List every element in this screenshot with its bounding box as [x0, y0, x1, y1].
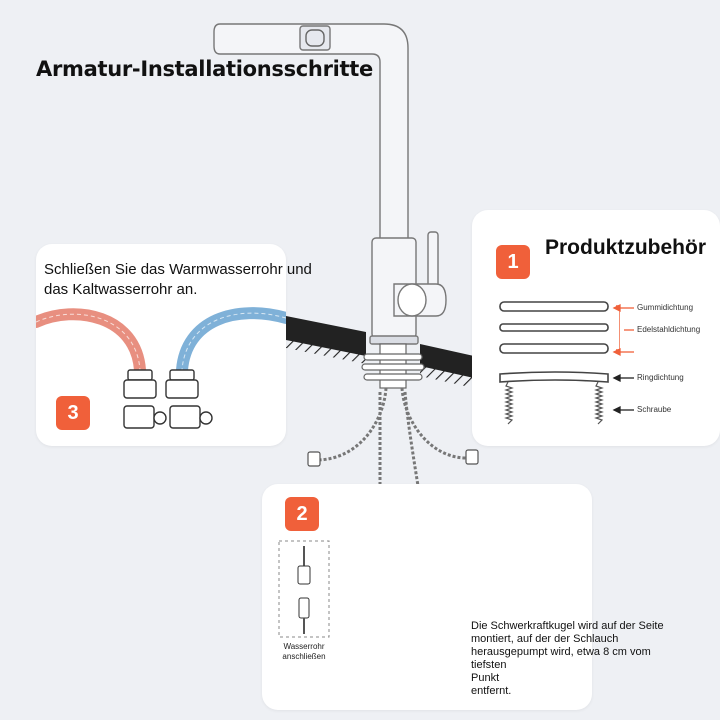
note-line: Die Schwerkraftkugel wird auf der Seite — [471, 620, 664, 632]
rubber-seal-2 — [499, 343, 609, 354]
note-line: herausgepumpt wird, etwa 8 cm vom — [471, 646, 651, 658]
step-3-instruction: Schließen Sie das Warmwasserrohr und das… — [44, 260, 354, 300]
mounting-shank — [361, 343, 425, 389]
step-3-line-1: Schließen Sie das Warmwasserrohr und — [44, 261, 312, 278]
label-arrows — [612, 303, 634, 415]
step-2-badge: 2 — [285, 497, 319, 531]
ring-seal — [499, 371, 609, 383]
hose-label-line-2: anschließen — [282, 652, 326, 661]
angle-valve-hot — [123, 405, 155, 429]
hose-connection-label: Wasserrohr anschließen — [273, 642, 335, 662]
note-line: entfernt. — [471, 685, 512, 697]
hose-connection-detail — [278, 540, 330, 638]
step-3-line-2: das Kaltwasserrohr an. — [44, 281, 198, 298]
note-line: Punkt — [471, 672, 500, 684]
water-connection-illustration — [36, 307, 286, 429]
step-1-badge: 1 — [496, 245, 530, 279]
label-ringdichtung: Ringdichtung — [637, 373, 684, 382]
screws — [504, 381, 604, 425]
step-3-badge: 3 — [56, 396, 90, 430]
hose-label-line-1: Wasserrohr — [283, 642, 325, 651]
label-schraube: Schraube — [637, 405, 672, 414]
note-line: tiefsten — [471, 659, 507, 671]
hose-fittings — [307, 449, 479, 467]
hot-water-hose — [36, 308, 146, 376]
steel-washer — [499, 323, 609, 332]
accessories-title: Produktzubehör — [545, 236, 706, 259]
rubber-seal — [499, 301, 609, 312]
faucet — [213, 23, 447, 345]
accessories-illustration — [499, 301, 620, 425]
note-line: montiert, auf der der Schlauch — [471, 633, 619, 645]
countertop — [286, 316, 474, 388]
label-edelstahldichtung: Edelstahldichtung — [637, 325, 701, 334]
cold-water-hose — [176, 307, 286, 376]
label-gummidichtung: Gummidichtung — [637, 303, 694, 312]
page-title: Armatur-Installationsschritte — [36, 57, 373, 81]
angle-valve-cold — [169, 405, 201, 429]
supply-hoses — [315, 387, 471, 500]
gravity-ball-note: Die Schwerkraftkugel wird auf der Seite … — [471, 620, 701, 698]
